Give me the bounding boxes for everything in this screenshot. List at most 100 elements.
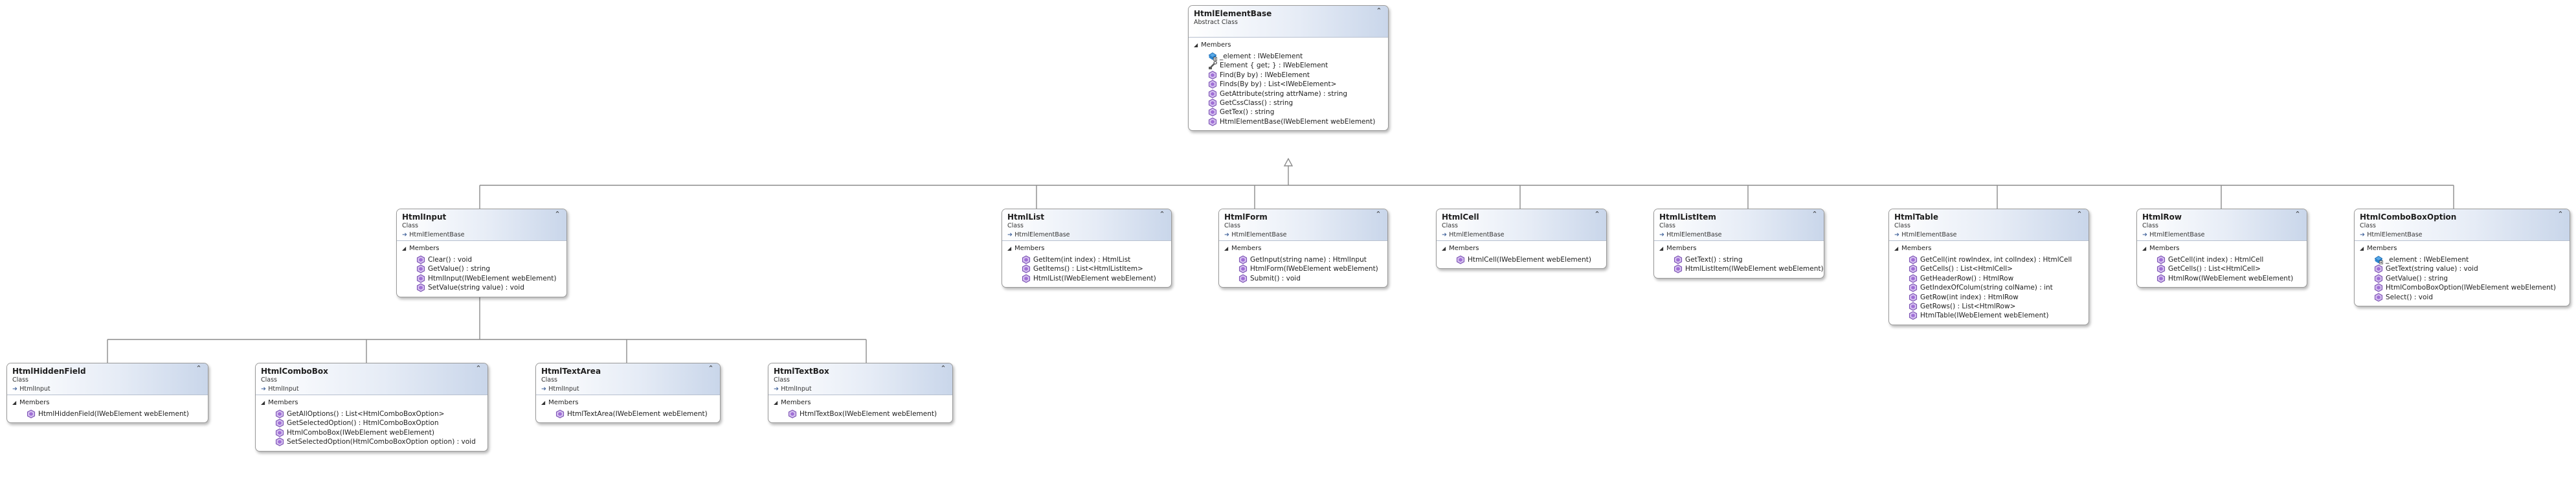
members-section-toggle[interactable]: ◢Members	[1194, 41, 1383, 50]
class-member[interactable]: GetHeaderRow() : HtmlRow	[1894, 274, 2083, 283]
method-icon	[1909, 274, 1918, 283]
collapse-chevron-icon[interactable]: ⌃	[2076, 210, 2083, 218]
class-member[interactable]: GetCssClass() : string	[1194, 98, 1383, 108]
method-icon	[1909, 302, 1918, 311]
class-member[interactable]: GetAttribute(string attrName) : string	[1194, 89, 1383, 98]
class-member[interactable]: GetText(string value) : void	[2360, 264, 2564, 274]
class-stereotype: Class	[2360, 222, 2376, 229]
class-member[interactable]: GetValue() : string	[2360, 274, 2564, 283]
class-member[interactable]: GetItem(int index) : HtmlList	[1007, 255, 1166, 264]
class-member[interactable]: GetAllOptions() : List<HtmlComboBoxOptio…	[261, 409, 482, 419]
class-member[interactable]: HtmlRow(IWebElement webElement)	[2142, 274, 2302, 283]
class-member[interactable]: Clear() : void	[402, 255, 561, 264]
class-member[interactable]: GetInput(string name) : HtmlInput	[1224, 255, 1382, 264]
class-member[interactable]: HtmlInput(IWebElement webElement)	[402, 274, 561, 283]
class-member[interactable]: _element : IWebElement	[1194, 52, 1383, 61]
members-section-toggle[interactable]: ◢Members	[774, 398, 947, 407]
class-name: HtmlTable	[1894, 212, 1938, 222]
collapse-chevron-icon[interactable]: ⌃	[475, 364, 482, 373]
class-member[interactable]: GetTex() : string	[1194, 108, 1383, 117]
class-member[interactable]: GetIndexOfColum(string colName) : int	[1894, 283, 2083, 292]
collapse-chevron-icon[interactable]: ⌃	[2557, 210, 2564, 218]
member-signature: Submit() : void	[1250, 274, 1301, 282]
collapse-chevron-icon[interactable]: ⌃	[1811, 210, 1818, 218]
method-icon	[1022, 255, 1031, 264]
collapse-chevron-icon[interactable]: ⌃	[1594, 210, 1600, 218]
class-member[interactable]: GetText() : string	[1659, 255, 1819, 264]
class-member[interactable]: HtmlComboBoxOption(IWebElement webElemen…	[2360, 283, 2564, 292]
collapse-chevron-icon[interactable]: ⌃	[554, 210, 561, 218]
class-member[interactable]: HtmlListItem(IWebElement webElement)	[1659, 264, 1824, 274]
members-section-toggle[interactable]: ◢Members	[1894, 244, 2083, 253]
members-section-toggle[interactable]: ◢Members	[1007, 244, 1166, 253]
class-member[interactable]: _element : IWebElement	[2360, 255, 2564, 264]
class-member[interactable]: GetRows() : List<HtmlRow>	[1894, 302, 2083, 311]
class-member[interactable]: Find(By by) : IWebElement	[1194, 71, 1383, 80]
members-section-toggle[interactable]: ◢Members	[2142, 244, 2302, 253]
class-member[interactable]: HtmlElementBase(IWebElement webElement)	[1194, 117, 1383, 126]
class-member[interactable]: GetSelectedOption() : HtmlComboBoxOption	[261, 419, 482, 428]
class-member[interactable]: GetItems() : List<HtmlListItem>	[1007, 264, 1166, 274]
class-member[interactable]: HtmlForm(IWebElement webElement)	[1224, 264, 1382, 274]
class-member[interactable]: GetCells() : List<HtmlCell>	[2142, 264, 2302, 274]
members-section-toggle[interactable]: ◢Members	[12, 398, 203, 407]
members-section-toggle[interactable]: ◢Members	[402, 244, 561, 253]
class-member[interactable]: HtmlTextBox(IWebElement webElement)	[774, 409, 947, 419]
collapse-chevron-icon[interactable]: ⌃	[1376, 6, 1382, 15]
class-member[interactable]: HtmlCell(IWebElement webElement)	[1442, 255, 1601, 264]
class-member[interactable]: GetCell(int rowIndex, int colIndex) : Ht…	[1894, 255, 2083, 264]
class-member[interactable]: HtmlTextArea(IWebElement webElement)	[541, 409, 715, 419]
members-section-toggle[interactable]: ◢Members	[1224, 244, 1382, 253]
members-section-toggle[interactable]: ◢Members	[1659, 244, 1819, 253]
method-icon	[1909, 264, 1918, 274]
base-class-name: HtmlElementBase	[2367, 231, 2423, 238]
member-signature: HtmlList(IWebElement webElement)	[1033, 274, 1156, 282]
base-class: ➜ HtmlElementBase	[1007, 231, 1156, 239]
class-member[interactable]: HtmlComboBox(IWebElement webElement)	[261, 428, 482, 437]
collapse-chevron-icon[interactable]: ⌃	[1159, 210, 1165, 218]
class-member[interactable]: Submit() : void	[1224, 274, 1382, 283]
collapse-chevron-icon[interactable]: ⌃	[196, 364, 202, 373]
members-section-toggle[interactable]: ◢Members	[541, 398, 715, 407]
class-member[interactable]: HtmlTable(IWebElement webElement)	[1894, 311, 2083, 321]
collapse-chevron-icon[interactable]: ⌃	[940, 364, 946, 373]
class-name: HtmlList	[1007, 212, 1045, 222]
class-member[interactable]: HtmlList(IWebElement webElement)	[1007, 274, 1166, 283]
class-member[interactable]: HtmlHiddenField(IWebElement webElement)	[12, 409, 203, 419]
class-member[interactable]: GetCell(int index) : HtmlCell	[2142, 255, 2302, 264]
members-section-toggle[interactable]: ◢Members	[261, 398, 482, 407]
class-member[interactable]: GetValue() : string	[402, 264, 561, 274]
collapse-triangle-icon: ◢	[12, 400, 17, 406]
class-member[interactable]: Finds(By by) : List<IWebElement>	[1194, 80, 1383, 89]
class-member[interactable]: GetRow(int index) : HtmlRow	[1894, 292, 2083, 302]
class-stereotype: Class	[774, 376, 790, 384]
class-member[interactable]: Select() : void	[2360, 292, 2564, 302]
collapse-chevron-icon[interactable]: ⌃	[1375, 210, 1382, 218]
class-member[interactable]: GetCells() : List<HtmlCell>	[1894, 264, 2083, 274]
members-section-toggle[interactable]: ◢Members	[1442, 244, 1601, 253]
class-member[interactable]: SetSelectedOption(HtmlComboBoxOption opt…	[261, 437, 482, 446]
class-member[interactable]: Element { get; } : IWebElement	[1194, 61, 1383, 70]
class-name: HtmlTextBox	[774, 367, 829, 376]
collapse-chevron-icon[interactable]: ⌃	[2294, 210, 2301, 218]
members-section-toggle[interactable]: ◢Members	[2360, 244, 2564, 253]
class-stereotype: Class	[1659, 222, 1675, 229]
collapse-chevron-icon[interactable]: ⌃	[708, 364, 714, 373]
class-member[interactable]: SetValue(string value) : void	[402, 283, 561, 292]
